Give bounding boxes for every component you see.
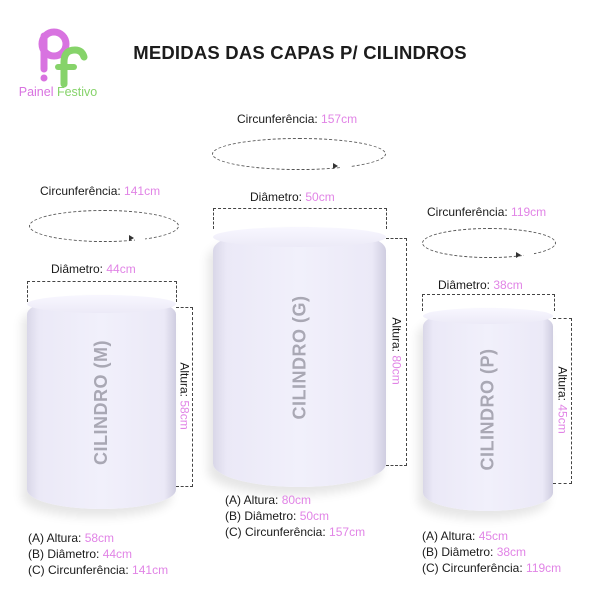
m-circumference-label: Circunferência: 141cm [40,184,161,198]
p-height-bracket [553,318,572,484]
p-height-label: Altura: 45cm [556,366,570,434]
m-spec-diameter: (B) Diâmetro: 44cm [28,547,133,561]
m-diameter-label: Diâmetro: 44cm [51,262,136,276]
cylinder-p-top [423,308,553,324]
g-spec-list: (A) Altura: 80cm (B) Diâmetro: 50cm (C) … [225,492,365,540]
brand-logo [8,14,108,104]
brand-name: Painel Festivo [0,85,116,99]
m-diameter-value: 44cm [106,262,136,276]
g-circumference-label: Circunferência: 157cm [237,112,358,126]
arrow-right-icon [333,163,338,169]
p-circumference-label: Circunferência: 119cm [427,205,547,219]
p-height-value: 45cm [556,404,570,434]
g-spec-height: (A) Altura: 80cm [225,493,312,507]
g-diameter-bracket [213,208,387,229]
g-height-label: Altura: 80cm [390,317,404,385]
g-circumference-ellipse [212,138,386,170]
g-diameter-label: Diâmetro: 50cm [250,190,335,204]
m-spec-height: (A) Altura: 58cm [28,531,115,545]
g-spec-circumference: (C) Circunferência: 157cm [225,525,366,539]
p-circumference-ellipse [422,228,556,258]
m-height-label: Altura: 58cm [178,362,192,430]
page-title: MEDIDAS DAS CAPAS P/ CILINDROS [133,42,467,63]
m-spec-list: (A) Altura: 58cm (B) Diâmetro: 44cm (C) … [28,530,168,578]
m-circumference-ellipse [29,210,179,242]
m-spec-circumference: (C) Circunferência: 141cm [28,563,169,577]
cylinder-p [423,308,553,511]
g-circumference-value: 157cm [321,112,358,126]
g-height-bracket [386,238,407,466]
p-spec-diameter: (B) Diâmetro: 38cm [422,545,527,559]
cylinder-m-top [27,295,176,313]
p-circumference-value: 119cm [511,205,547,219]
m-height-bracket [176,307,193,487]
p-diameter-label: Diâmetro: 38cm [438,278,523,292]
cylinder-p-label: CILINDRO (P) [477,348,498,471]
arrow-right-icon [129,235,134,241]
cylinder-g-top [213,227,386,247]
p-spec-list: (A) Altura: 45cm (B) Diâmetro: 38cm (C) … [422,528,561,576]
cylinder-m-label: CILINDRO (M) [90,339,111,465]
pf-balloon-logo-icon [38,28,88,88]
g-spec-diameter: (B) Diâmetro: 50cm [225,509,330,523]
g-diameter-value: 50cm [305,190,335,204]
brand-word-1: Painel [18,85,54,99]
p-diameter-bracket [422,294,555,311]
brand-word-2: Festivo [56,85,98,99]
cylinder-g-label: CILINDRO (G) [288,295,309,419]
m-height-value: 58cm [178,400,192,430]
p-diameter-value: 38cm [493,278,523,292]
p-spec-height: (A) Altura: 45cm [422,529,509,543]
m-circumference-value: 141cm [124,184,161,198]
p-spec-circumference: (C) Circunferência: 119cm [422,561,562,575]
arrow-right-icon [516,252,521,258]
cylinder-m [27,295,176,509]
g-height-value: 80cm [390,355,404,385]
cylinder-g [213,227,386,487]
m-diameter-bracket [27,281,177,302]
